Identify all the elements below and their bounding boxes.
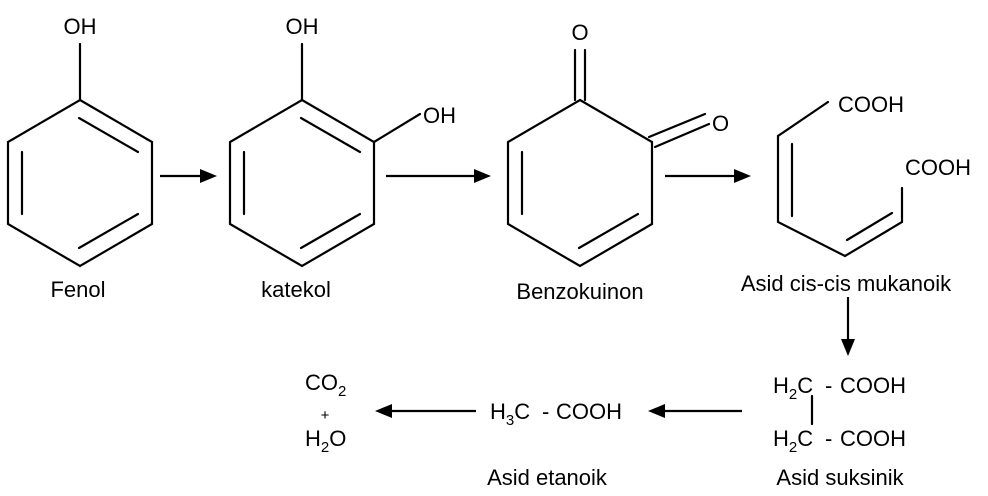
- benzokuinon-co2-bond: [653, 122, 711, 149]
- etanoik-dash: -: [542, 399, 549, 424]
- katekol-name: katekol: [261, 277, 331, 302]
- mukanoik-cooh1-label: COOH: [838, 92, 904, 117]
- benzokuinon-name: Benzokuinon: [516, 279, 643, 304]
- suksinik-name: Asid suksinik: [776, 465, 904, 490]
- fenol-double-bond: [77, 116, 140, 154]
- suksinik-dash-bottom: -: [825, 426, 832, 451]
- etanoik-cooh: COOH: [556, 399, 622, 424]
- benzokuinon-o1-label: O: [571, 20, 588, 45]
- arrow-katekol-to-benzokuinon: [386, 169, 491, 183]
- mukanoik-cooh2-label: COOH: [905, 155, 971, 180]
- etanoik-structure: H3C - COOH Asid etanoik: [487, 399, 622, 490]
- mukanoik-chain: [776, 100, 904, 258]
- suksinik-h2c-bottom: H2C: [773, 426, 813, 456]
- katekol-oh2-bond: [372, 112, 422, 144]
- co2-label: CO2: [305, 370, 346, 400]
- h2o-label: H2O: [305, 426, 346, 456]
- benzokuinon-co2-bond: [647, 112, 707, 139]
- katekol-double-bond: [299, 116, 362, 154]
- plus-sign: +: [321, 407, 330, 424]
- fenol-double-bond: [77, 212, 140, 250]
- fenol-structure: OH Fenol: [6, 14, 154, 302]
- katekol-ring: [228, 98, 376, 268]
- fenol-name: Fenol: [50, 277, 105, 302]
- suksinik-structure: H2C - COOH H2C - COOH Asid suksinik: [773, 373, 906, 490]
- arrow-fenol-to-katekol: [160, 169, 217, 183]
- mukanoik-name: Asid cis-cis mukanoik: [741, 271, 952, 296]
- etanoik-h3c: H3C: [490, 399, 530, 429]
- benzokuinon-ring: [506, 98, 654, 268]
- benzokuinon-double-bond: [577, 212, 640, 250]
- arrow-benzokuinon-to-mukanoik: [665, 169, 751, 183]
- products: CO2 + H2O: [305, 370, 346, 456]
- arrow-mukanoik-to-suksinik: [841, 297, 855, 356]
- suksinik-h2c-top: H2C: [773, 373, 813, 403]
- fenol-oh-label: OH: [64, 14, 97, 39]
- arrow-suksinik-to-etanoik: [648, 404, 742, 418]
- mukanoik-structure: COOH COOH Asid cis-cis mukanoik: [741, 92, 971, 296]
- fenol-ring: [6, 98, 154, 268]
- katekol-oh2-label: OH: [423, 103, 456, 128]
- mukanoik-double-bond: [845, 211, 894, 242]
- katekol-oh1-label: OH: [286, 14, 319, 39]
- arrow-etanoik-to-products: [375, 404, 476, 418]
- suksinik-dash-top: -: [825, 373, 832, 398]
- suksinik-cooh-bottom: COOH: [840, 426, 906, 451]
- etanoik-name: Asid etanoik: [487, 465, 608, 490]
- katekol-double-bond: [299, 212, 362, 250]
- suksinik-cooh-top: COOH: [840, 373, 906, 398]
- benzokuinon-structure: O O Benzokuinon: [506, 20, 729, 304]
- katekol-structure: OH OH katekol: [228, 14, 456, 302]
- benzokuinon-o2-label: O: [712, 111, 729, 136]
